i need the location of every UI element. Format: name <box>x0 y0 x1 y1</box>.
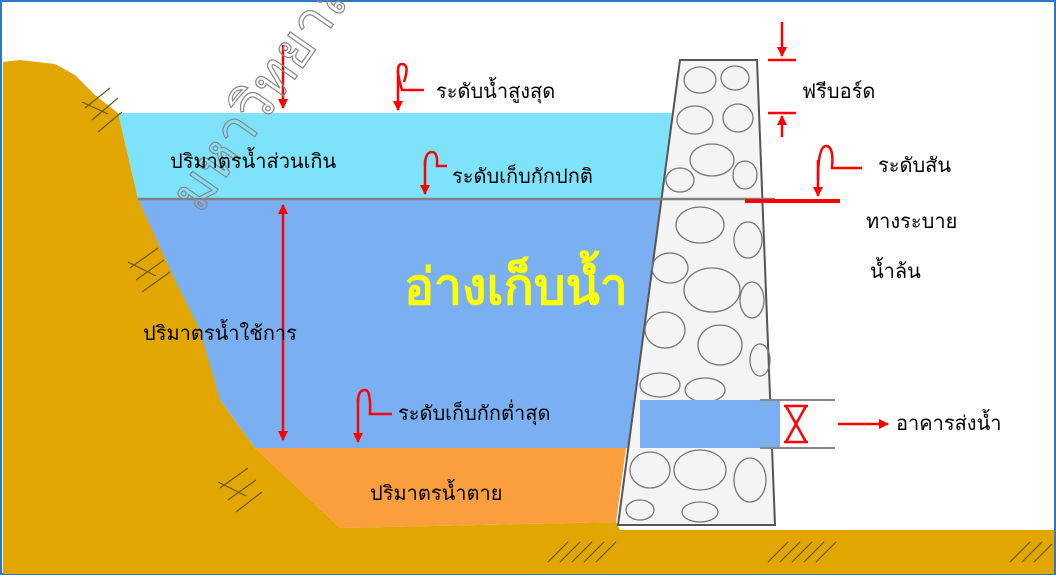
dead-storage-area <box>255 448 626 528</box>
label-min-storage-level: ระดับเก็บกักต่ำสุด <box>398 399 550 426</box>
label-spillway-crest-2: ทางระบาย <box>866 209 957 233</box>
label-normal-storage-level: ระดับเก็บกักปกติ <box>452 163 593 188</box>
label-spillway-crest-1: ระดับสัน <box>878 153 951 177</box>
label-surcharge-storage: ปริมาตรน้ำส่วนเกิน <box>170 147 337 173</box>
outlet-pipe <box>640 400 780 448</box>
label-max-level: ระดับน้ำสูงสุด <box>436 77 555 104</box>
label-freeboard: ฟรีบอร์ด <box>802 79 875 103</box>
outlet-valve-icon <box>784 404 808 444</box>
label-outlet: อาคารส่งน้ำ <box>896 409 1001 435</box>
active-water <box>138 199 780 448</box>
soil-ground <box>3 60 1054 574</box>
label-dead-storage: ปริมาตรน้ำตาย <box>370 479 502 505</box>
red-markers <box>278 22 889 443</box>
ground-hatch <box>81 87 1053 563</box>
label-spillway-crest-3: น้ำล้น <box>870 257 921 283</box>
surcharge-water <box>118 113 672 199</box>
label-active-storage: ปริมาตรน้ำใช้การ <box>143 319 297 345</box>
dam-rock-texture <box>625 65 771 523</box>
label-reservoir: อ่างเก็บน้ำ <box>404 250 628 316</box>
